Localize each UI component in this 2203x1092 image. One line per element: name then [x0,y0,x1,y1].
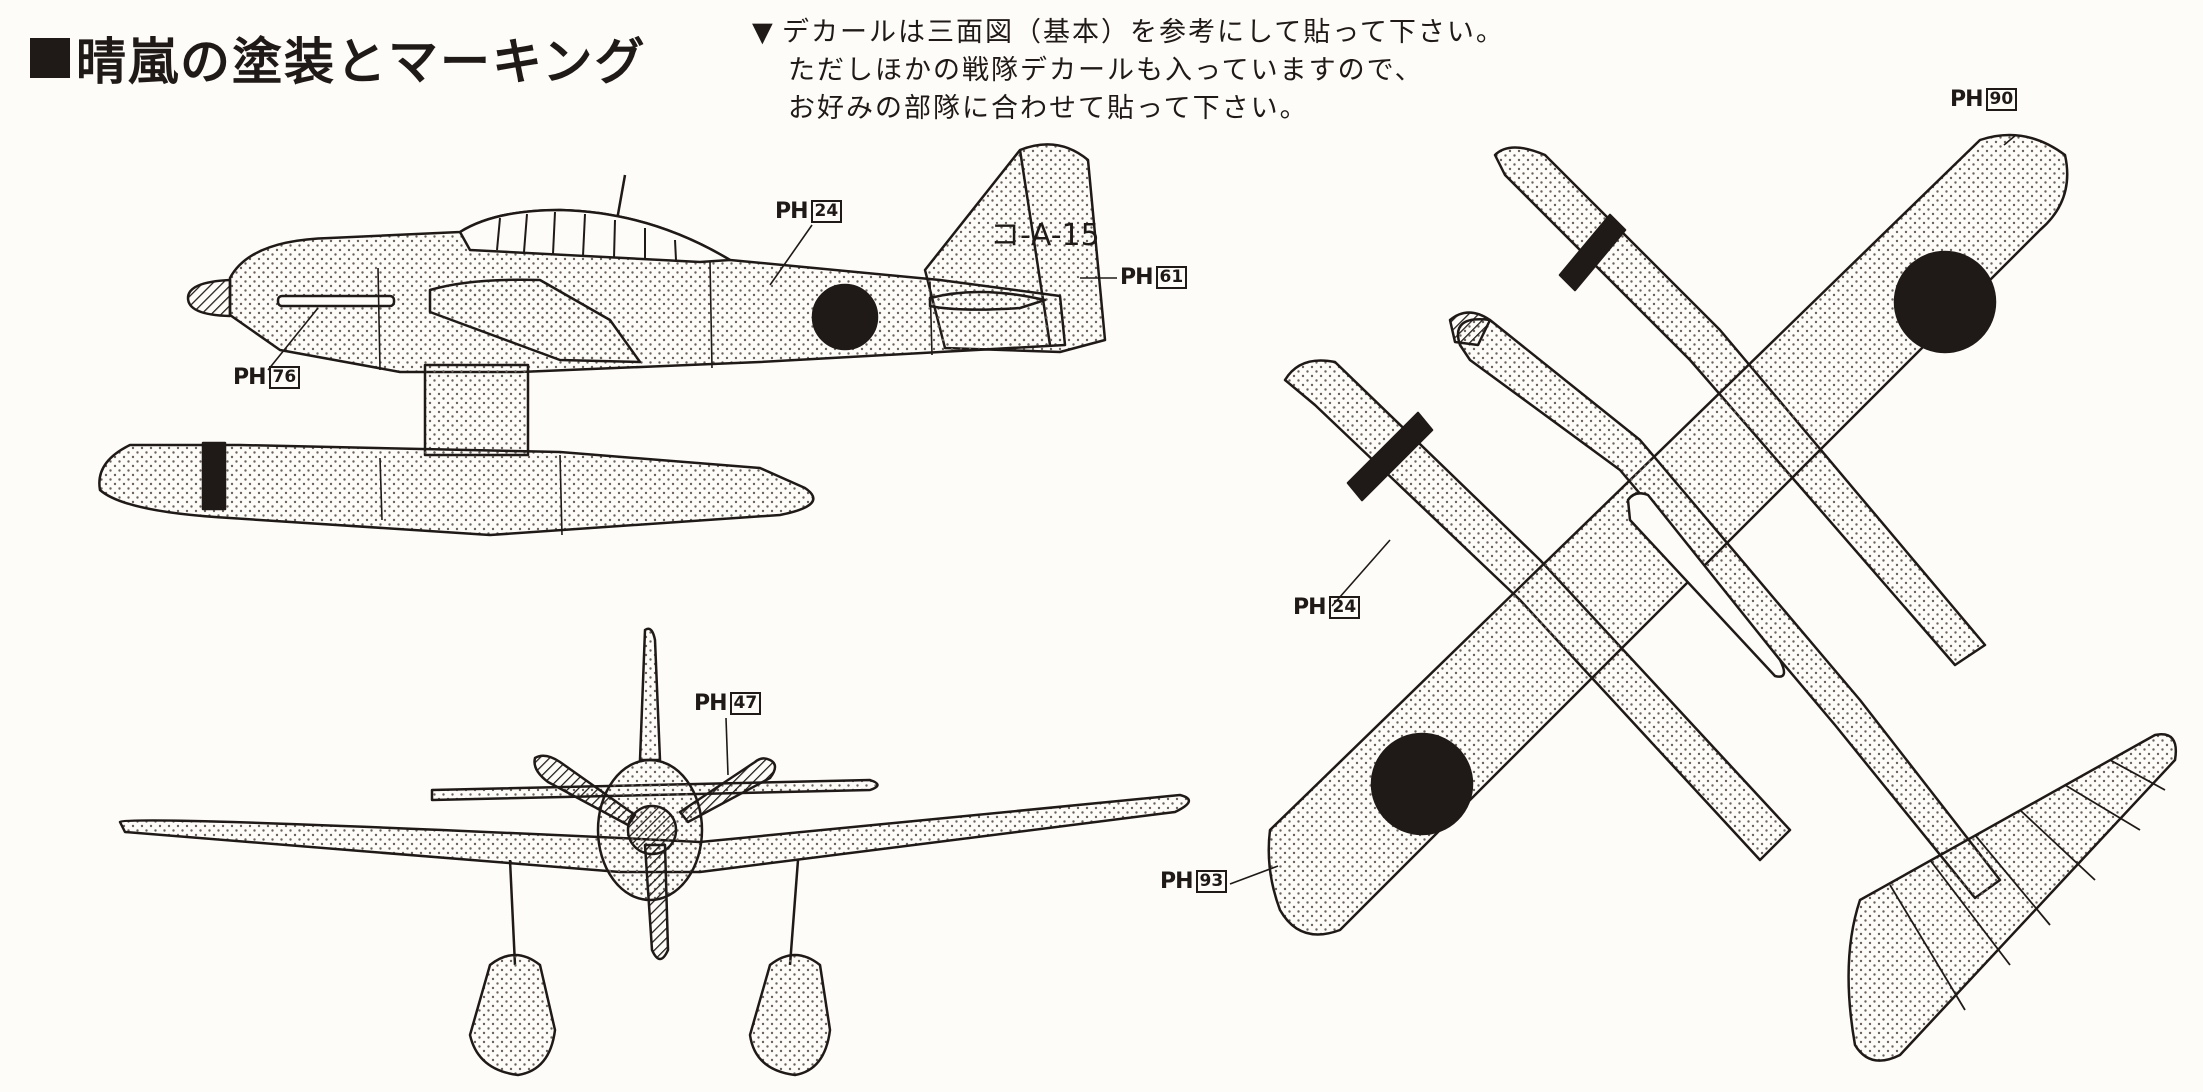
front-float-left [468,953,557,1077]
title-text: 晴嵐の塗装とマーキング [76,33,647,91]
side-view [98,143,1107,537]
exhaust-stacks [276,294,396,308]
top-float-left-band [1346,411,1434,502]
front-float-right [748,953,832,1077]
side-canopy [458,208,732,264]
instruction-line-2: ただしほかの戦隊デカールも入っていますので、 [788,55,1424,86]
title-square-mark [30,38,70,78]
side-wing-root [428,278,642,364]
leader-lines [267,134,2017,885]
triangle-marker-icon: ▼ [752,17,775,48]
top-spinner [1448,311,1492,347]
float-band [201,441,227,511]
fuselage-hinomaru [811,283,879,351]
front-view [118,627,1190,1077]
front-spinner [626,804,678,856]
tail-code: コ-A-15 [990,218,1100,253]
top-horizontal-tail [1847,733,2178,1062]
decal-instructions: ▼デカールは三面図（基本）を参考にして貼って下さい。 ただしほかの戦隊デカールも… [752,14,1505,128]
antenna-mast [615,174,627,221]
top-view [1267,133,2178,1062]
instruction-line-1: ▼デカールは三面図（基本）を参考にして貼って下さい。 [752,14,1505,52]
horizontal-stabilizer [928,290,1047,311]
float-pylon [423,363,530,457]
front-vertical-fin [638,627,662,762]
top-canopy [1626,492,1786,678]
top-wing-hinomaru-right [1893,250,1997,354]
propeller-blade-down [643,843,670,961]
top-wing-hinomaru-left [1370,732,1474,836]
front-main-wing [118,793,1190,874]
propeller-blade-right [678,757,777,824]
page-title: 晴嵐の塗装とマーキング [30,22,647,94]
side-spinner [186,278,232,318]
side-main-float [98,443,815,537]
instruction-line-3: お好みの部隊に合わせて貼って下さい。 [788,93,1309,124]
top-float-right-band [1558,213,1627,292]
